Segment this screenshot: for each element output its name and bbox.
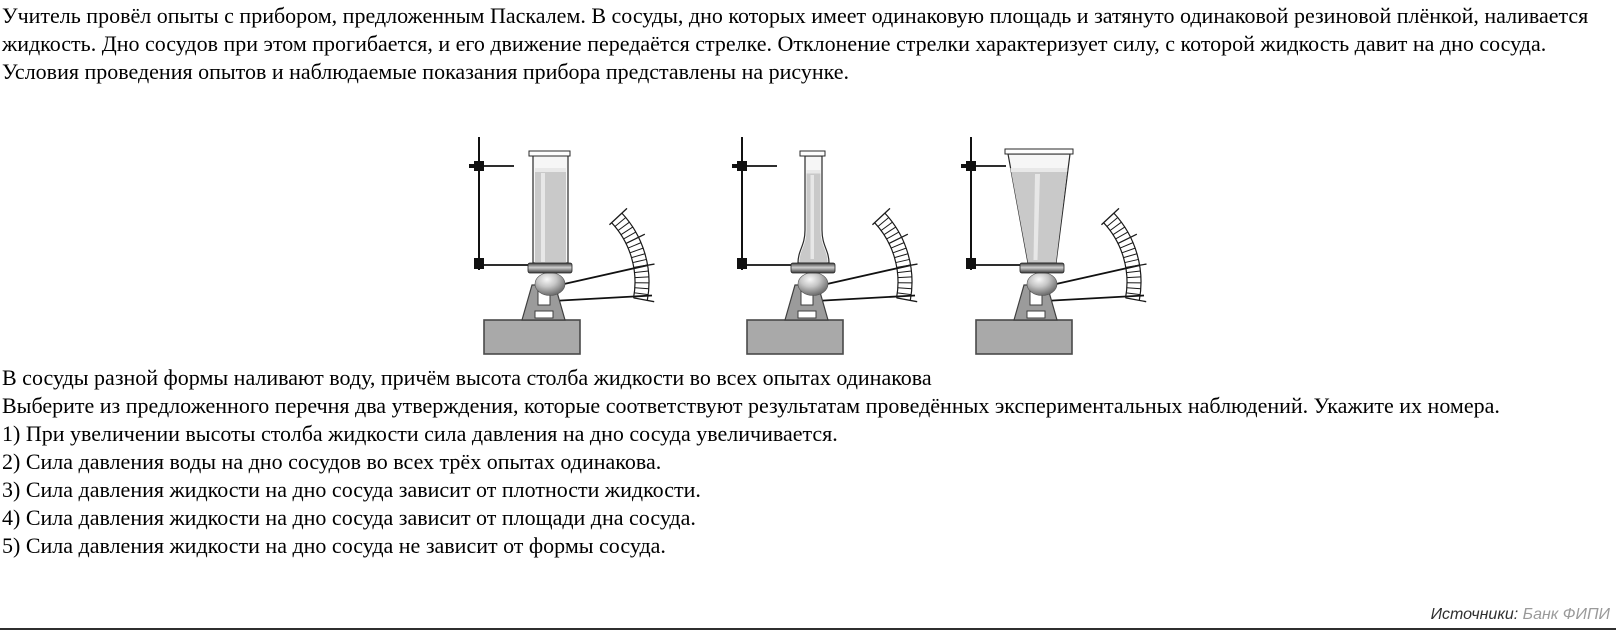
glass-highlight: [541, 173, 545, 262]
vessel-rim: [1004, 148, 1074, 155]
experiment-figure: [440, 120, 1170, 362]
force-scale: [871, 207, 918, 303]
options-list: 1) При увеличении высоты столба жидкости…: [2, 420, 1614, 560]
figure-caption: Условия проведения опытов и наблюдаемые …: [2, 59, 850, 84]
liquid-surface: [535, 168, 566, 172]
vessel-rim: [528, 150, 571, 157]
glass-highlight: [810, 175, 814, 259]
sources-value: Банк ФИПИ: [1522, 606, 1610, 623]
vessel-rim: [799, 150, 826, 157]
vessel-flask-with-bulb: [797, 150, 830, 264]
experiment-2: [731, 136, 918, 355]
option-2: 2) Сила давления воды на дно сосудов во …: [2, 449, 662, 474]
liquid: [1010, 168, 1068, 263]
intro-paragraph: Учитель провёл опыты с прибором, предлож…: [2, 3, 1589, 56]
force-scale: [1100, 207, 1147, 303]
sources-attribution: Источники: Банк ФИПИ: [1431, 606, 1610, 624]
sources-label: Источники:: [1430, 606, 1519, 623]
force-scale: [608, 207, 655, 303]
condition-text: В сосуды разной формы наливают воду, при…: [2, 365, 932, 390]
liquid-surface: [1010, 168, 1068, 172]
option-3: 3) Сила давления жидкости на дно сосуда …: [2, 477, 701, 502]
vessel-narrow-cylinder: [528, 150, 571, 264]
option-5: 5) Сила давления жидкости на дно сосуда …: [2, 533, 666, 558]
instruction-text: Выберите из предложенного перечня два ут…: [2, 393, 1500, 418]
option-4: 4) Сила давления жидкости на дно сосуда …: [2, 505, 696, 530]
option-1: 1) При увеличении высоты столба жидкости…: [2, 421, 838, 446]
problem-intro-block: Учитель провёл опыты с прибором, предлож…: [2, 2, 1614, 86]
question-block: В сосуды разной формы наливают воду, при…: [2, 364, 1614, 560]
pascal-apparatus-drawing: [468, 136, 1147, 355]
liquid: [535, 168, 566, 263]
glass-highlight: [1033, 174, 1040, 260]
experiment-3: [960, 136, 1147, 355]
vessel-inverted-cone: [1004, 148, 1074, 264]
liquid-surface: [806, 170, 821, 174]
bottom-divider: [0, 628, 1616, 630]
experiment-1: [468, 136, 655, 355]
